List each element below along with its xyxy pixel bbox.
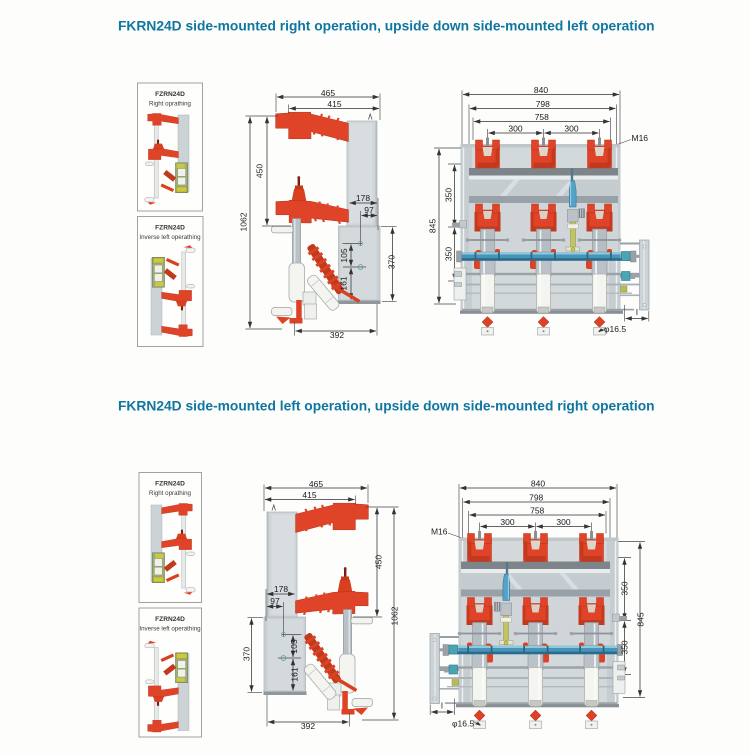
svg-text:FZRN24D: FZRN24D bbox=[155, 481, 185, 488]
svg-text:415: 415 bbox=[302, 490, 316, 500]
svg-text:450: 450 bbox=[255, 164, 265, 178]
svg-text:350: 350 bbox=[444, 188, 454, 202]
svg-text:105: 105 bbox=[339, 248, 349, 262]
svg-text:465: 465 bbox=[309, 479, 323, 489]
svg-text:161: 161 bbox=[339, 276, 349, 290]
svg-text:845: 845 bbox=[636, 612, 646, 626]
svg-text:161: 161 bbox=[290, 667, 300, 681]
svg-text:FKRN24D side-mounted right ope: FKRN24D side-mounted right operation, up… bbox=[118, 19, 655, 34]
svg-text:758: 758 bbox=[530, 506, 544, 516]
svg-text:798: 798 bbox=[536, 99, 550, 109]
svg-text:l: l bbox=[441, 701, 443, 711]
svg-text:FZRN24D: FZRN24D bbox=[155, 616, 185, 623]
svg-text:840: 840 bbox=[531, 479, 545, 489]
svg-text:392: 392 bbox=[301, 721, 315, 731]
svg-text:415: 415 bbox=[327, 99, 341, 109]
svg-text:300: 300 bbox=[564, 124, 578, 134]
svg-text:97: 97 bbox=[364, 205, 374, 215]
svg-text:350: 350 bbox=[620, 581, 630, 595]
svg-text:FZRN24D: FZRN24D bbox=[155, 225, 185, 232]
svg-text:97: 97 bbox=[270, 596, 280, 606]
svg-text:350: 350 bbox=[620, 640, 630, 654]
svg-text:845: 845 bbox=[428, 219, 438, 233]
svg-text:178: 178 bbox=[356, 193, 370, 203]
svg-text:M16: M16 bbox=[632, 133, 649, 143]
svg-text:105: 105 bbox=[289, 639, 299, 653]
svg-text:Right oprathing: Right oprathing bbox=[149, 101, 192, 108]
svg-text:Inverse left operathing: Inverse left operathing bbox=[139, 234, 201, 241]
svg-text:FKRN24D side-mounted left oper: FKRN24D side-mounted left operation, ups… bbox=[118, 399, 655, 414]
svg-text:465: 465 bbox=[321, 88, 335, 98]
svg-text:φ16.5: φ16.5 bbox=[604, 324, 626, 334]
svg-text:1062: 1062 bbox=[239, 212, 249, 231]
svg-text:1062: 1062 bbox=[390, 606, 400, 625]
svg-text:450: 450 bbox=[374, 555, 384, 569]
svg-text:798: 798 bbox=[529, 493, 543, 503]
svg-text:Right oprathing: Right oprathing bbox=[149, 490, 192, 497]
svg-text:φ16.5: φ16.5 bbox=[452, 719, 474, 729]
svg-text:300: 300 bbox=[508, 124, 522, 134]
svg-text:FZRN24D: FZRN24D bbox=[155, 91, 185, 98]
svg-text:370: 370 bbox=[387, 255, 397, 269]
svg-text:M16: M16 bbox=[431, 527, 448, 537]
svg-text:300: 300 bbox=[556, 517, 570, 527]
svg-text:l: l bbox=[636, 307, 638, 317]
svg-text:178: 178 bbox=[274, 584, 288, 594]
svg-text:Inverse left operathing: Inverse left operathing bbox=[139, 626, 201, 633]
svg-text:840: 840 bbox=[534, 85, 548, 95]
svg-text:392: 392 bbox=[330, 330, 344, 340]
svg-text:758: 758 bbox=[535, 112, 549, 122]
svg-text:300: 300 bbox=[500, 517, 514, 527]
svg-text:370: 370 bbox=[242, 647, 252, 661]
svg-text:350: 350 bbox=[444, 247, 454, 261]
